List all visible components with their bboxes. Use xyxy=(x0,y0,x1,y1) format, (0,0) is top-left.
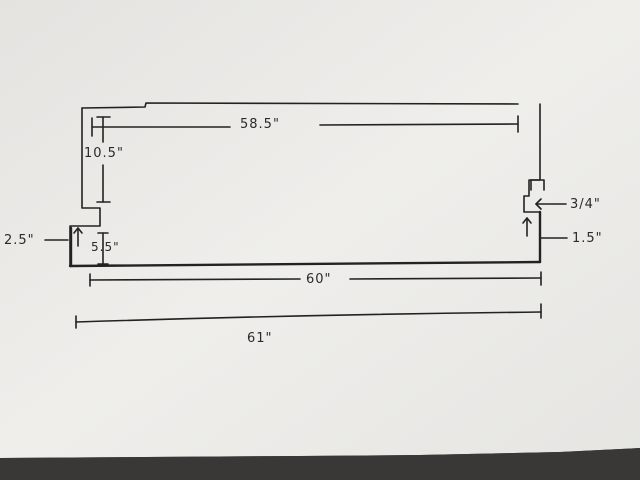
label-bottom-length: 60" xyxy=(306,272,332,287)
dim-top-length-line xyxy=(91,115,519,137)
label-lower-height: 5.5" xyxy=(91,240,120,254)
label-top-length: 58.5" xyxy=(240,117,280,132)
label-notch-height: 2.5" xyxy=(4,233,35,248)
label-left-height: 10.5" xyxy=(84,146,124,161)
paper-sheet xyxy=(0,0,640,458)
dim-left-height-line xyxy=(96,116,111,203)
dim-lower-height-line xyxy=(97,232,109,265)
board-outline xyxy=(68,102,542,268)
dim-overall-length-line xyxy=(75,303,542,329)
label-overall-length: 61" xyxy=(247,331,273,346)
label-slot-height: 1.5" xyxy=(572,231,603,246)
desk-edge xyxy=(0,448,640,480)
label-slot-depth: 3/4" xyxy=(570,197,601,212)
dim-bottom-length-line xyxy=(89,271,542,287)
dim-slot-arrows xyxy=(522,179,568,239)
dim-notch-height-line xyxy=(44,227,83,247)
